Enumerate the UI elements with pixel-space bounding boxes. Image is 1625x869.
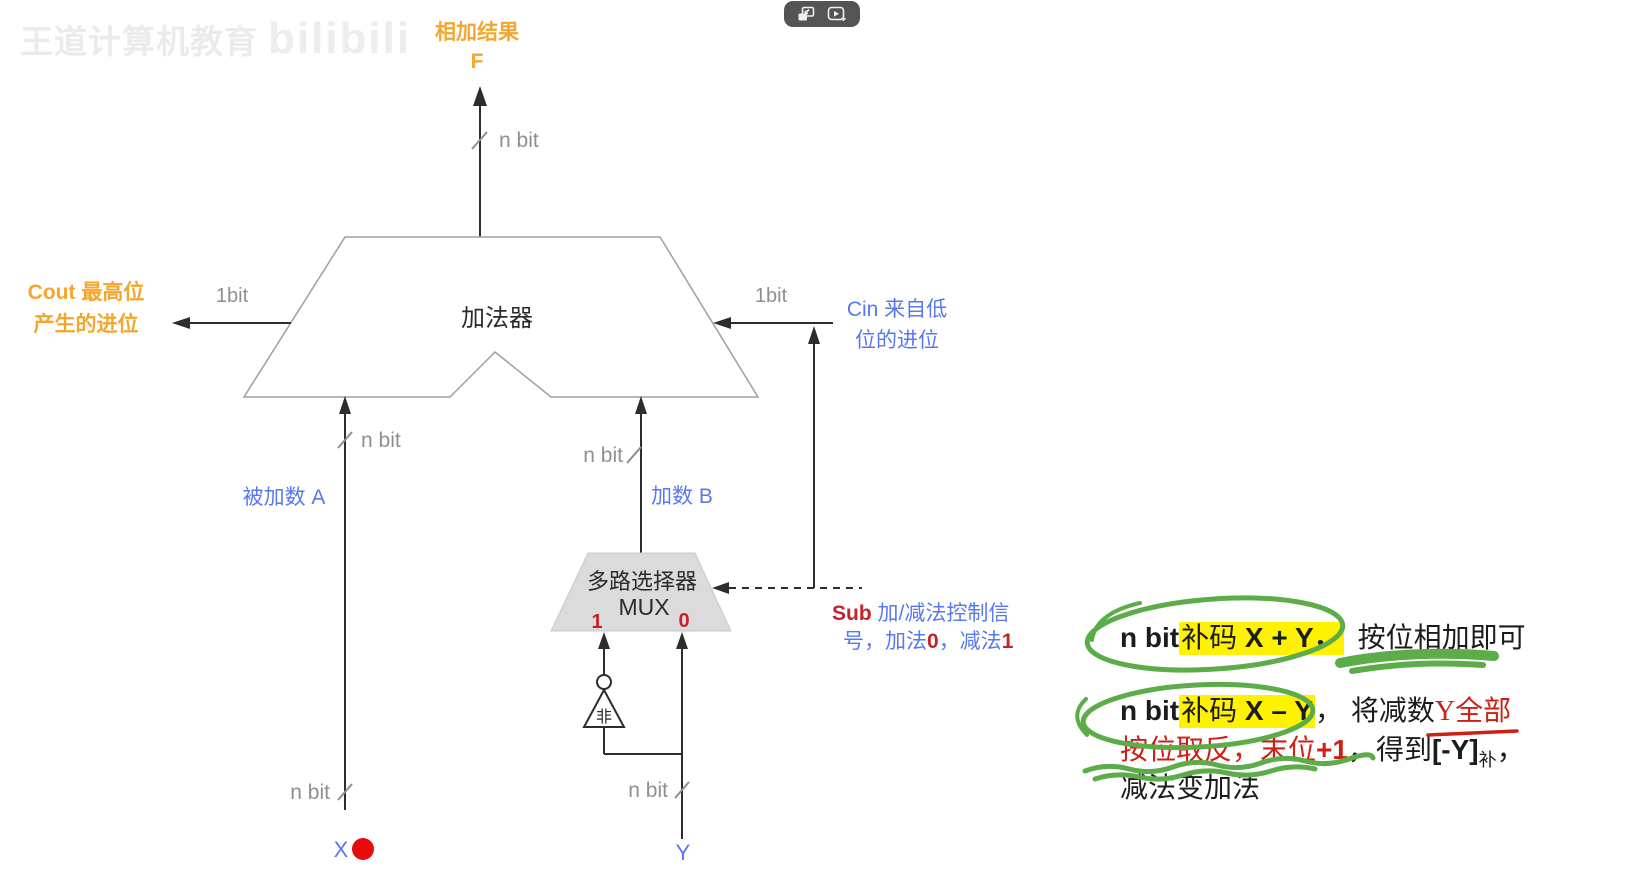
note2-complement-subscript: 补 xyxy=(1478,750,1497,770)
note2-comma2: ， xyxy=(1496,735,1525,766)
note2-red-y: Y全部 xyxy=(1434,696,1512,727)
watermark: 王道计算机教育 bilibili xyxy=(20,14,411,64)
bilibili-logo: bilibili xyxy=(268,14,412,63)
adder-shape xyxy=(242,236,760,398)
mux-select-1: 1 xyxy=(591,611,602,633)
cout-label-line1: Cout 最高位 xyxy=(28,280,145,304)
watermark-brand: 王道计算机教育 xyxy=(20,23,258,60)
note1-hl-latin: X + Y， xyxy=(1237,622,1342,653)
note1-rest: 按位相加即可 xyxy=(1357,623,1526,654)
note-addition: n bit补码 X + Y， 按位相加即可 xyxy=(1120,620,1526,657)
cin-bus-width: 1bit xyxy=(755,285,788,307)
sub-desc2c: ，减法 xyxy=(939,630,1002,653)
mini-player-icon[interactable] xyxy=(797,6,815,22)
input-y-source: Y xyxy=(676,840,691,865)
input-a-label: 被加数 A xyxy=(243,486,326,509)
note2-get: ，得到 xyxy=(1347,735,1432,766)
input-y-bus: n bit xyxy=(628,779,668,802)
note2-hl-cjk: 补码 xyxy=(1181,696,1238,727)
input-y-arrow xyxy=(674,632,690,839)
not-gate xyxy=(582,632,682,755)
note2-invert: 按位取反，末位 xyxy=(1120,735,1317,766)
not-gate-bubble xyxy=(596,674,612,690)
note2-conclusion: 减法变加法 xyxy=(1120,773,1261,804)
mux-shape xyxy=(550,552,732,632)
sub-label-line1: Sub 加/减法控制信 xyxy=(832,602,1009,625)
input-a-bus-bottom: n bit xyxy=(290,781,330,804)
note1-hl-cjk: 补码 xyxy=(1181,623,1238,654)
not-gate-label: 非 xyxy=(596,708,612,726)
cout-bus-width: 1bit xyxy=(216,285,249,307)
mux-name: MUX xyxy=(618,594,669,620)
note1-prefix: n bit xyxy=(1120,622,1180,653)
cin-arrow xyxy=(713,317,833,588)
note-subtraction-line1: n bit补码 X – Y，将减数Y全部 xyxy=(1120,693,1511,730)
player-overlay-pill xyxy=(784,1,860,27)
note2-negy: [-Y] xyxy=(1431,734,1479,765)
note2-mid: 将减数 xyxy=(1350,696,1435,727)
note2-prefix: n bit xyxy=(1120,695,1180,726)
input-a-source: X xyxy=(334,837,349,862)
sub-desc2a: 号，加法 xyxy=(843,630,927,653)
input-b-label: 加数 B xyxy=(651,485,713,508)
output-bus-width: n bit xyxy=(499,129,539,152)
note2-plus1: +1 xyxy=(1316,734,1348,765)
mux-select-0: 0 xyxy=(678,610,689,632)
adder-label: 加法器 xyxy=(461,305,533,332)
note2-hl-latin: X – Y xyxy=(1237,695,1313,726)
pip-play-icon[interactable] xyxy=(827,6,847,22)
sub-name: Sub xyxy=(832,602,872,625)
cout-label-line2: 产生的进位 xyxy=(34,312,139,336)
sub-sub-value: 1 xyxy=(1002,630,1014,653)
input-b-arrow xyxy=(626,396,647,553)
sub-label-line2: 号，加法0，减法1 xyxy=(843,630,1014,653)
output-symbol: F xyxy=(471,50,484,73)
cin-label-line1: Cin 来自低 xyxy=(847,298,947,321)
cout-arrow xyxy=(172,317,291,329)
input-a-bus-top: n bit xyxy=(361,429,401,452)
sub-add-value: 0 xyxy=(927,630,939,653)
input-b-bus: n bit xyxy=(583,444,623,467)
cin-label-line2: 位的进位 xyxy=(855,329,939,352)
output-title: 相加结果 xyxy=(435,20,519,44)
output-f-arrow xyxy=(471,86,488,237)
laser-pointer-dot xyxy=(352,838,374,860)
note2-comma: ， xyxy=(1314,696,1343,727)
sub-control-dashed-arrow xyxy=(712,582,862,594)
sub-desc1: 加/减法控制信 xyxy=(872,602,1010,625)
note-subtraction-line3: 减法变加法 xyxy=(1120,771,1260,807)
mux-title: 多路选择器 xyxy=(587,569,697,594)
input-a-arrow xyxy=(337,396,353,810)
